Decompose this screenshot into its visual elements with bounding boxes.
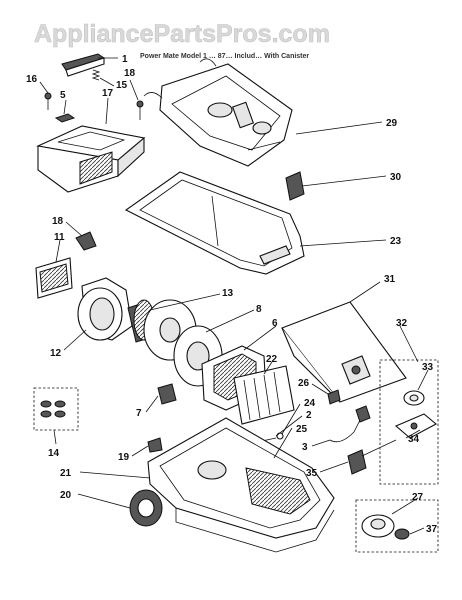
- callout-7: 7: [136, 408, 142, 419]
- watermark: AppliancePartsPros.com: [34, 20, 330, 48]
- callout-32: 32: [396, 318, 408, 329]
- part-latch-small: [147, 437, 163, 453]
- callout-29: 29: [386, 118, 398, 129]
- callout-24: 24: [304, 398, 316, 409]
- callout-30: 30: [390, 172, 402, 183]
- callout-12: 12: [50, 348, 62, 359]
- callout-6: 6: [272, 318, 278, 329]
- diagram-header: Power Mate Model 1 … 87… Includ… With Ca…: [140, 53, 309, 60]
- part-canister-body: [147, 417, 335, 553]
- part-dust-bag: [281, 301, 407, 403]
- part-caster-assembly: [355, 499, 439, 553]
- part-handle-grip: [61, 53, 106, 77]
- callout-27: 27: [412, 492, 424, 503]
- callout-18-top: 18: [124, 68, 136, 79]
- callout-15: 15: [116, 80, 128, 91]
- part-filter-tray: [124, 171, 305, 275]
- part-clamp: [75, 231, 97, 251]
- part-screws: [44, 92, 144, 120]
- part-clip: [285, 171, 305, 201]
- callout-20: 20: [60, 490, 72, 501]
- callout-19: 19: [118, 452, 130, 463]
- callout-25: 25: [296, 424, 308, 435]
- callout-21: 21: [60, 468, 72, 479]
- callout-1: 1: [122, 54, 128, 65]
- callout-34: 34: [408, 434, 420, 445]
- part-exhaust-filter: [35, 257, 73, 299]
- callout-33: 33: [422, 362, 434, 373]
- callout-numbers: 1 16 5 15 17 18 29 30 23 18 11 31 13 8 6…: [26, 54, 438, 535]
- part-bracket: [157, 383, 177, 405]
- callout-11: 11: [54, 232, 65, 243]
- callout-22: 22: [266, 354, 278, 365]
- part-latch: [54, 113, 76, 123]
- leader-lines: [39, 57, 429, 535]
- part-spring: [91, 69, 101, 81]
- part-set-box: [33, 387, 79, 431]
- part-canister-hood: [143, 58, 293, 167]
- callout-8: 8: [256, 304, 262, 315]
- callout-23: 23: [390, 236, 402, 247]
- callout-14: 14: [48, 448, 60, 459]
- part-kit-box: [347, 359, 439, 485]
- callout-17: 17: [102, 88, 114, 99]
- part-pre-filter: [233, 365, 295, 425]
- callout-35: 35: [306, 468, 318, 479]
- callout-5: 5: [60, 90, 66, 101]
- callout-16: 16: [26, 74, 38, 85]
- callout-31: 31: [384, 274, 396, 285]
- part-wheel: [129, 489, 163, 527]
- callout-18: 18: [52, 216, 64, 227]
- part-top-cover: [36, 125, 146, 193]
- callout-13: 13: [222, 288, 234, 299]
- callout-26: 26: [298, 378, 310, 389]
- callout-37: 37: [426, 524, 438, 535]
- callout-2: 2: [306, 410, 312, 421]
- callout-3: 3: [302, 442, 308, 453]
- part-motor-housing: [77, 277, 133, 341]
